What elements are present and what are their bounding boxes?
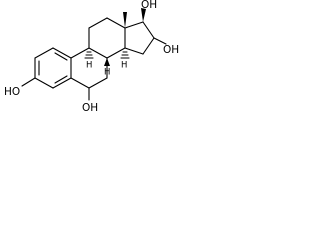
oh-c6-label: OH — [82, 102, 98, 114]
ring-c — [88, 17, 126, 59]
c17-oh-wedge — [141, 8, 146, 22]
molecular-structure: HO OH OH OH H H H — [4, 0, 179, 114]
h-c9-label: H — [86, 61, 92, 71]
c13-methyl-wedge — [123, 12, 127, 28]
oh-phenol-label: HO — [4, 86, 20, 98]
oh-c16-label: OH — [163, 44, 179, 56]
ring-b — [70, 47, 108, 89]
substituent-bonds — [21, 37, 167, 101]
h-c8-label: H — [104, 68, 110, 78]
c9-h-hash — [84, 51, 94, 59]
atom-labels: HO OH OH OH H H H — [4, 0, 179, 114]
oh-c17-label: OH — [141, 0, 157, 11]
ring-d — [124, 21, 155, 55]
c8-h-wedge — [104, 58, 110, 66]
c14-h-hash — [120, 51, 130, 59]
stereo-marks — [84, 8, 146, 66]
h-c14-label: H — [121, 61, 127, 71]
ring-a — [34, 47, 72, 89]
